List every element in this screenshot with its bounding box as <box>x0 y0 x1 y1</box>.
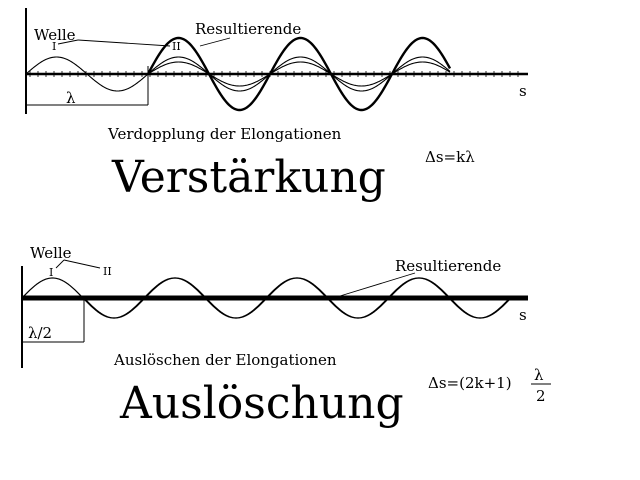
half-lambda-label: λ/2 <box>28 324 52 342</box>
destructive-formula-denominator: 2 <box>536 387 546 405</box>
bottom-wave-label: Welle <box>30 244 72 262</box>
top-resultant-wave <box>146 36 452 112</box>
top-wave-pointer-1 <box>57 39 79 45</box>
top-wave-2 <box>147 61 451 87</box>
top-wave-2-label: II <box>172 40 181 53</box>
destructive-section: λ/2 Welle I II Resultierende s Auslösche… <box>21 244 551 429</box>
top-axis-s-label: s <box>519 82 527 100</box>
constructive-heading: Verstärkung <box>111 152 386 203</box>
bottom-resultant-pointer <box>339 272 416 297</box>
destructive-caption: Auslöschen der Elongationen <box>113 351 337 369</box>
destructive-formula: Δs=(2k+1) <box>428 374 512 392</box>
top-wave-pointer-2 <box>77 39 171 47</box>
lambda-label: λ <box>66 89 76 107</box>
bottom-wave-1-label: I <box>49 266 53 279</box>
bottom-wave-2 <box>83 277 511 319</box>
top-resultant-pointer <box>199 37 231 47</box>
top-wave-1-label: I <box>52 40 56 53</box>
constructive-caption: Verdopplung der Elongationen <box>107 125 342 143</box>
constructive-section: λ Welle I II Resultierende s Verdopplung… <box>25 8 528 203</box>
top-wave-1 <box>25 56 451 92</box>
bottom-axis-s-label: s <box>519 306 527 324</box>
top-wave-label: Welle <box>34 26 76 44</box>
bottom-wave-pointer-1 <box>55 259 65 269</box>
destructive-heading: Auslöschung <box>119 378 404 429</box>
bottom-wave-pointer-2 <box>63 259 101 269</box>
bottom-resultant-label: Resultierende <box>395 257 501 275</box>
top-resultant-label: Resultierende <box>195 20 301 38</box>
top-axis-ticks <box>29 71 519 77</box>
bottom-wave-2-label: II <box>103 265 112 278</box>
destructive-formula-numerator: λ <box>534 366 544 384</box>
constructive-formula: Δs=kλ <box>425 148 475 166</box>
